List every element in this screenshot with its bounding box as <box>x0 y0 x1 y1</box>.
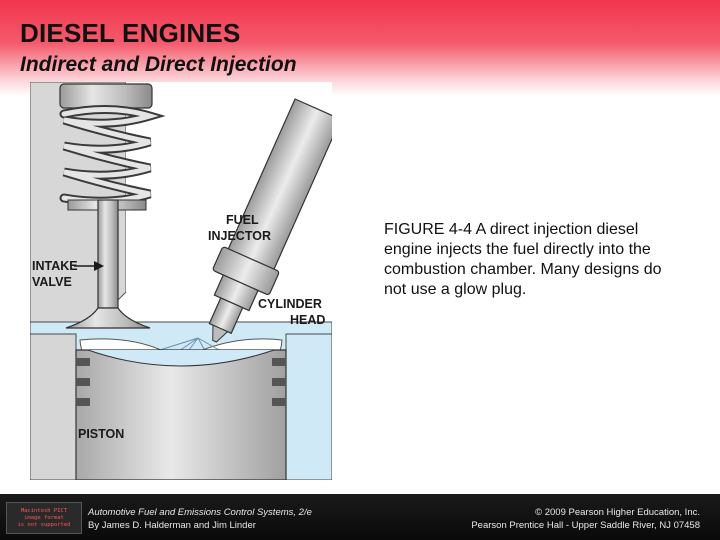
badge-line: image format <box>24 514 64 521</box>
piston-label: PISTON <box>78 427 124 441</box>
book-authors: By James D. Halderman and Jim Linder <box>88 520 256 531</box>
intake-valve-label-2: VALVE <box>32 275 72 289</box>
figure-number: FIGURE 4-4 <box>384 221 473 238</box>
label-arrows <box>74 261 104 271</box>
fuel-injector-label-1: FUEL <box>226 213 259 227</box>
footer-book-info: Automotive Fuel and Emissions Control Sy… <box>88 506 312 532</box>
intake-valve-shape <box>65 199 151 329</box>
caption-text: A direct injection diesel engine injects… <box>384 221 662 298</box>
footer-bar: Macintosh PICT image format is not suppo… <box>0 494 720 540</box>
badge-line: is not supported <box>17 521 71 528</box>
fuel-injector-shape <box>208 98 332 343</box>
book-title: Automotive Fuel and Emissions Control Sy… <box>88 507 312 518</box>
copyright-text: © 2009 Pearson Higher Education, Inc. <box>535 507 700 518</box>
cylinder-head-label-1: CYLINDER <box>258 297 322 311</box>
slide-title: DIESEL ENGINES <box>20 18 241 48</box>
unsupported-image-placeholder: Macintosh PICT image format is not suppo… <box>6 502 82 534</box>
cylinder-head-label-2: HEAD <box>290 313 325 327</box>
slide-subtitle: Indirect and Direct Injection <box>20 53 297 76</box>
header-band: DIESEL ENGINES Indirect and Direct Injec… <box>0 0 720 96</box>
footer-copyright: © 2009 Pearson Higher Education, Inc. Pe… <box>471 506 700 532</box>
engine-diagram: FUEL INJECTOR INTAKE VALVE CYLINDER HEAD… <box>30 82 332 480</box>
publisher-text: Pearson Prentice Hall - Upper Saddle Riv… <box>471 520 700 531</box>
badge-line: Macintosh PICT <box>20 507 68 514</box>
piston-shape <box>75 349 287 480</box>
fuel-injector-label-2: INJECTOR <box>208 229 271 243</box>
figure-caption: FIGURE 4-4 A direct injection diesel eng… <box>384 220 684 300</box>
intake-valve-label-1: INTAKE <box>32 259 78 273</box>
